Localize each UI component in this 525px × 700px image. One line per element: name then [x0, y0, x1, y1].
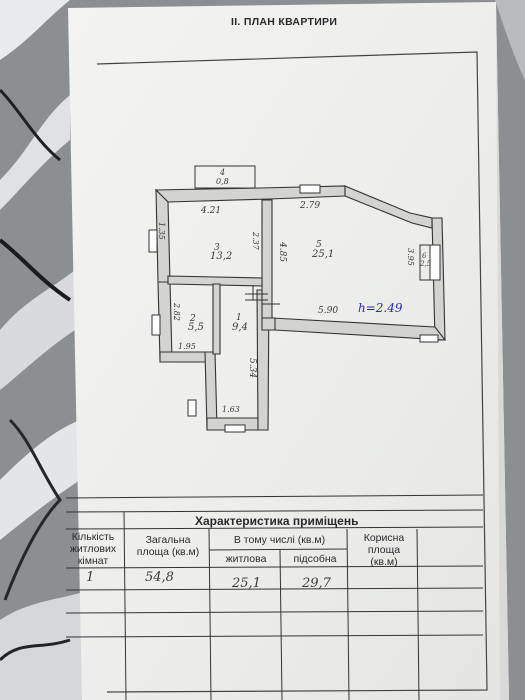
sheet-frame [96, 51, 488, 693]
window-marks [148, 184, 441, 433]
table-grid [65, 494, 484, 700]
room-6-number: 6 [422, 252, 427, 260]
dim-1-63: 1.63 [222, 405, 240, 414]
ceiling-height: h=2.49 [358, 301, 403, 315]
table-title: Характеристика приміщень [195, 514, 359, 528]
room-6-outline [419, 244, 431, 281]
room-2-number: 2 [190, 314, 196, 324]
room-5-number: 5 [316, 240, 322, 250]
header-rooms-count: Кількість житлових кімнат [69, 531, 117, 567]
room-6-area: 2,5 [420, 260, 432, 268]
header-useful-area: Корисна площа (кв.м) [363, 532, 405, 568]
room-5-area: 25,1 [312, 249, 335, 260]
cell-rooms: 1 [86, 570, 95, 585]
room-3-area: 13,2 [210, 251, 233, 262]
dim-3-95: 3.95 [406, 248, 415, 266]
dim-4-85: 4.85 [277, 242, 287, 263]
dim-1-95: 1.95 [178, 342, 196, 351]
dim-2-79: 2.79 [300, 201, 321, 211]
cell-aux: 29,7 [302, 576, 331, 591]
dim-2-37: 2.37 [251, 232, 260, 250]
door-marks [245, 285, 280, 305]
dim-5-90: 5.90 [318, 306, 339, 316]
room-3-number: 3 [214, 243, 220, 253]
header-aux-area: підсобна [293, 553, 337, 565]
dim-5-34: 5.34 [247, 358, 257, 379]
dim-2-82: 2.82 [172, 303, 181, 321]
room-4-area: 0,8 [216, 177, 229, 186]
room-4-number: 4 [220, 168, 226, 177]
dim-4-21: 4.21 [201, 206, 222, 216]
room-2-area: 5,5 [188, 322, 204, 333]
page-title: II. ПЛАН КВАРТИРИ [231, 16, 338, 28]
room-4-outline [194, 165, 256, 189]
room-1-area: 9,4 [232, 322, 248, 333]
header-total-area: Загальна площа (кв.м) [136, 534, 200, 558]
room-1-number: 1 [236, 313, 242, 323]
floor-plan [154, 185, 447, 431]
header-included: В тому числі (кв.м) [233, 534, 326, 546]
cell-total: 54,8 [145, 570, 174, 585]
cell-living: 25,1 [232, 576, 261, 591]
header-living-area: житлова [225, 553, 267, 565]
dim-1-35: 1.35 [157, 222, 166, 240]
